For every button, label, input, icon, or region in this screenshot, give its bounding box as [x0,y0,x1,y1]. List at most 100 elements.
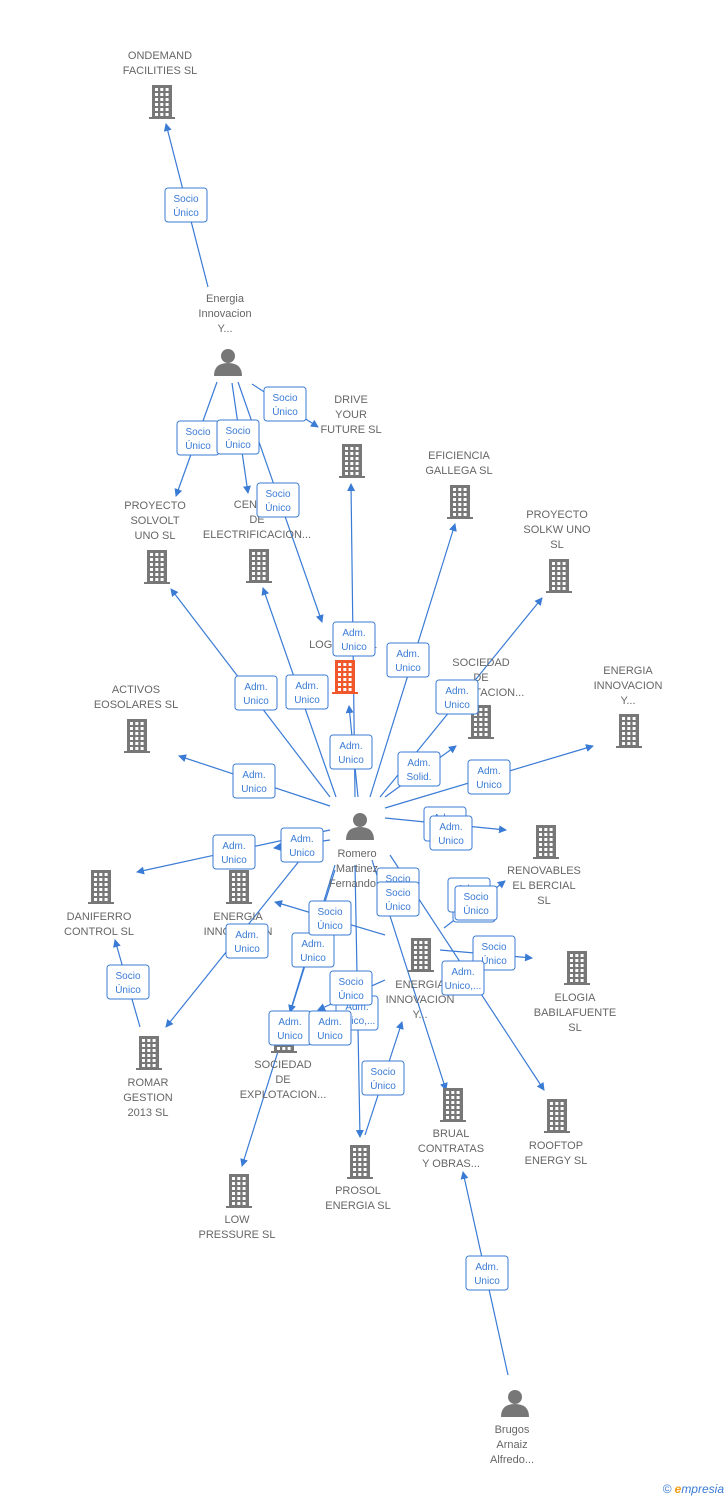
node-brugos[interactable]: BrugosArnaizAlfredo... [490,1390,534,1466]
building-window [353,1153,356,1156]
building-window [104,893,108,896]
building-window [345,457,348,460]
edge-label-romero-romar[interactable]: Adm.Unico [225,923,269,959]
edge-label-romero-sociedad1[interactable]: Adm. Solid. [397,751,441,787]
edge-label-romero-energia_right[interactable]: Adm.Unico [467,759,511,795]
building-window [446,1116,449,1119]
building-window [539,848,542,851]
edge-label-romero-sociedad2[interactable]: Adm.Unico [291,932,335,968]
node-energia_center[interactable]: ENERGIAINNOVACIONY... [386,938,455,1021]
node-label-line: RENOVABLES [507,865,581,877]
building-base [447,517,473,519]
building-window [358,1168,362,1171]
building-window [252,567,255,570]
edge-label-romero-proyecto_solkw[interactable]: Adm.Unico [435,679,479,715]
building-window [451,1101,455,1104]
building-window [424,941,428,944]
edge-label-line: Adm. [222,841,245,852]
building-window [358,1148,362,1151]
person-head [508,1390,522,1404]
edge-label-extra[interactable]: Adm.Unico,... [441,960,485,996]
building-window [350,462,354,465]
edge-label-extra[interactable]: Adm.Unico [308,1010,352,1046]
building-window [140,727,144,730]
building-window [562,562,566,565]
building-window [160,98,164,101]
edge-label-romero-eficiencia[interactable]: Adm.Unico [386,642,430,678]
edge-label-romero-proyecto_solvolt[interactable]: Adm.Unico [234,675,278,711]
building-window [562,567,566,570]
edge-label-romero-energia_mid[interactable]: Adm.Unico [280,827,324,863]
building-window [99,898,103,901]
building-window [142,1049,145,1052]
node-label-line: DANIFERRO [67,911,132,923]
edge-label-extra[interactable]: Adm.Unico [429,815,473,851]
edge-label-line: Socio [338,977,363,988]
building-window [94,898,97,901]
edge-label-romero-activos[interactable]: Adm.Unico [232,763,276,799]
building-window [550,1107,553,1110]
building-base [124,751,150,753]
node-eiy_person[interactable]: EnergiaInnovacionY... [198,293,252,376]
edge-label-romero-be_logistic[interactable]: Adm.Unico [329,734,373,770]
node-label-line: SOCIEDAD [452,657,510,669]
building-window [232,1177,235,1180]
building-window [451,1091,455,1094]
building-window [575,954,579,957]
building-window [414,946,417,949]
node-label-line: DE [275,1074,290,1086]
edge-label-line: Adm. [475,1262,498,1273]
building-window [150,578,153,581]
building-window [622,737,625,740]
building-window [622,732,625,735]
building-window [142,1044,145,1047]
building-window [627,732,631,735]
node-energia_right[interactable]: ENERGIAINNOVACIONY... [594,665,663,748]
node-romero[interactable]: RomeroMartinezFernando... [329,813,385,890]
edge-label-romero-daniferro[interactable]: Adm.Unico [212,834,256,870]
building-window [451,1116,455,1119]
building-base [408,970,434,972]
edge-label-line: Adm. [407,758,430,769]
building-window [544,853,548,856]
building-window [237,878,241,881]
building-window [140,737,144,740]
building-window [562,577,566,580]
edge-label-brugos-brual[interactable]: Adm.Unico [465,1255,509,1291]
edge-label-romero-low_pressure[interactable]: Adm.Unico [268,1010,312,1046]
building-window [474,728,477,731]
building-window [155,568,159,571]
edge-label-romero-centro[interactable]: Adm.Unico [285,674,329,710]
edge-label-romero-drive[interactable]: Adm.Unico [332,621,376,657]
building-window [560,1117,564,1120]
node-label-line: SL [537,895,550,907]
edge-label-line: Solid. [406,772,431,783]
building-window [358,1153,362,1156]
building-window [142,1054,145,1057]
